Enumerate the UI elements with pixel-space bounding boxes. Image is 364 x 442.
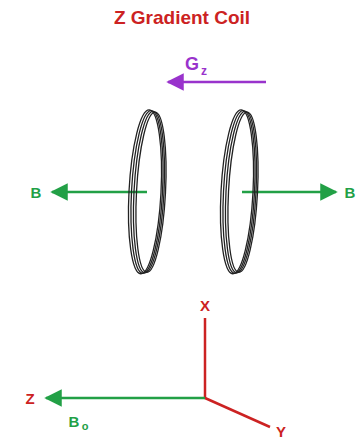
y-axis <box>205 398 270 427</box>
coil-winding <box>127 110 166 274</box>
coil-winding <box>222 111 260 274</box>
subscript: o <box>82 421 89 432</box>
coil-loops <box>125 109 262 274</box>
coil-winding <box>217 109 258 274</box>
coil-winding <box>125 109 166 274</box>
axis-label: X <box>200 298 210 313</box>
x-axis <box>204 318 207 398</box>
field-arrow <box>52 191 147 194</box>
field-label: B <box>31 185 42 200</box>
coil-winding <box>219 110 258 274</box>
subscript: z <box>201 65 207 77</box>
coil-winding <box>224 111 261 273</box>
axis-label: Z <box>25 391 34 406</box>
field-label: B <box>69 414 80 429</box>
gradient-arrow <box>168 81 266 84</box>
gradient-label: G <box>185 55 199 73</box>
field-label: B <box>345 185 356 200</box>
axis-label: Y <box>276 424 286 439</box>
z-axis-b0 <box>46 397 205 400</box>
diagram-title: Z Gradient Coil <box>114 8 250 27</box>
coil-winding <box>132 111 169 273</box>
coil-winding <box>130 111 168 274</box>
